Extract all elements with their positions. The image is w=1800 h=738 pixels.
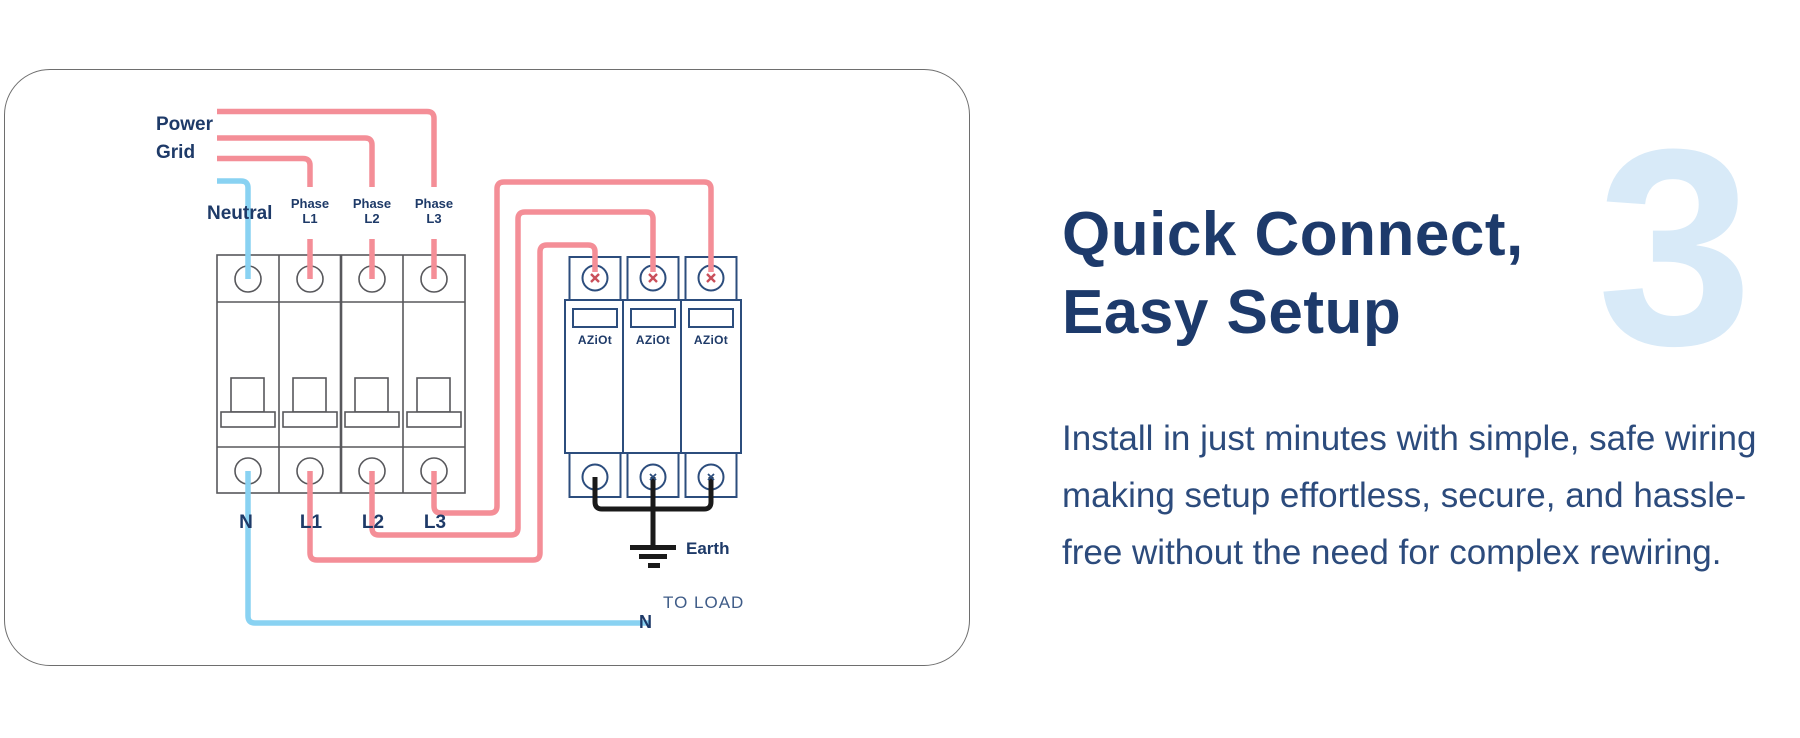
section-description: Install in just minutes with simple, saf…: [1062, 410, 1756, 581]
wiring-diagram-card: [4, 69, 970, 666]
l1-to-spd-wire: [307, 242, 598, 563]
phase-l2-label: Phase L2: [352, 196, 392, 226]
grid-feed-l1-wire: [217, 155, 313, 187]
neutral-to-load-wire: [245, 471, 650, 626]
spd-terminal-marks: [590, 273, 716, 283]
circuit-breaker: [216, 254, 466, 494]
breaker-pole-label-n: N: [239, 512, 253, 533]
spd-brand-label: AZiOt: [635, 333, 671, 347]
ground-symbol: [630, 545, 676, 568]
spd-indicator-window: [630, 308, 676, 328]
l3-to-spd-wire: [431, 179, 714, 516]
breaker-pole-label-l1: L1: [299, 512, 323, 533]
breaker-pole-label-l3: L3: [423, 512, 447, 533]
grid-feed-l3-wire: [217, 108, 437, 187]
grid-feed-l2-wire: [217, 135, 375, 187]
section-title-line2: Easy Setup: [1062, 278, 1402, 347]
l2-to-spd-wire: [369, 209, 656, 538]
description-line: free without the need for complex rewiri…: [1062, 533, 1722, 572]
section-title: Quick Connect, Easy Setup: [1062, 196, 1524, 352]
neutral-feed-wire: [217, 178, 251, 279]
spd-bottom-terminal-marks: [649, 473, 715, 481]
phase-wires: [217, 108, 714, 563]
to-load-label: TO LOAD: [663, 593, 745, 612]
breaker-pole-label-l2: L2: [361, 512, 385, 533]
load-neutral-label: N: [639, 612, 652, 632]
power-grid-label-line1: Power: [156, 114, 214, 135]
spd-indicator-window: [688, 308, 734, 328]
spd-indicator-window: [572, 308, 618, 328]
phase-l1-label: Phase L1: [290, 196, 330, 226]
earth-label: Earth: [686, 539, 730, 558]
description-line: Install in just minutes with simple, saf…: [1062, 419, 1757, 458]
earth-wires: [592, 477, 714, 568]
spd-unit: [680, 256, 742, 498]
spd-brand-label: AZiOt: [693, 333, 729, 347]
breaker-switch-toggles: [220, 377, 462, 428]
power-grid-label: Power Grid: [156, 111, 213, 167]
spd-brand-label: AZiOt: [577, 333, 613, 347]
step-number: 3: [1597, 92, 1753, 404]
phase-l3-label: Phase L3: [414, 196, 454, 226]
neutral-wires: [217, 178, 650, 626]
description-line: making setup effortless, secure, and has…: [1062, 476, 1747, 515]
section-title-line1: Quick Connect,: [1062, 200, 1524, 269]
spd-unit: [564, 256, 626, 498]
spd-units: [564, 256, 742, 498]
spd-unit: [622, 256, 684, 498]
neutral-label: Neutral: [207, 203, 273, 224]
power-grid-label-line2: Grid: [156, 142, 196, 163]
